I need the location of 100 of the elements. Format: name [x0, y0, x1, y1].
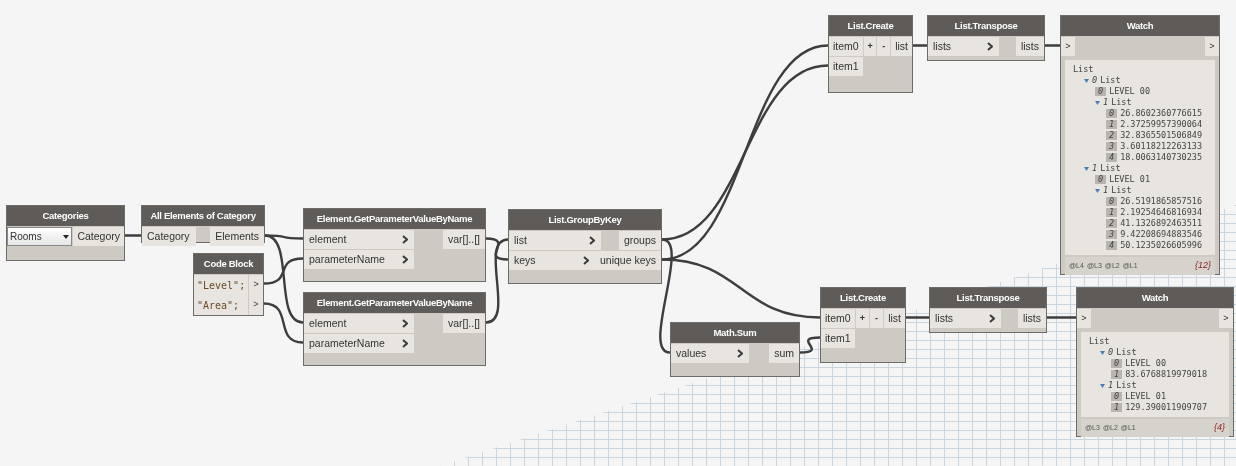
- item-count: {4}: [1213, 421, 1225, 435]
- list-value: 3.60118212263133: [1120, 140, 1202, 153]
- connector-wire: [485, 237, 509, 261]
- index-badge: 4: [1106, 241, 1118, 250]
- node-card: [670, 322, 800, 377]
- output-port: >: [249, 275, 263, 295]
- output-port: Elements: [210, 227, 264, 246]
- index-badge: 4: [1106, 153, 1118, 162]
- output-port: >: [1219, 309, 1233, 328]
- input-port: item1: [821, 329, 855, 348]
- output-port: groups: [618, 231, 661, 250]
- node-card: [929, 287, 1047, 333]
- port-label: values: [676, 345, 707, 361]
- index-badge: 0: [1111, 392, 1123, 401]
- index-badge: 0: [1106, 197, 1118, 206]
- connector-wire: [263, 257, 304, 285]
- list-header: List: [1089, 335, 1110, 348]
- index-badge: 3: [1106, 230, 1118, 239]
- list-value: 83.6768819979018: [1125, 368, 1207, 381]
- connector-wire: [799, 336, 821, 354]
- output-port: >: [1205, 37, 1219, 56]
- port-label: list: [514, 232, 527, 248]
- index-badge: 3: [1106, 142, 1118, 151]
- port-count-button: -: [869, 309, 884, 328]
- item-count: {12}: [1194, 259, 1211, 273]
- node-title: Element.GetParameterValueByName: [316, 295, 473, 310]
- index-badge: 1: [1106, 120, 1118, 129]
- list-index: 0: [1092, 74, 1098, 87]
- list-value: 2.37259957390064: [1120, 118, 1202, 131]
- list-value: LEVEL 01: [1125, 390, 1167, 403]
- index-badge: 0: [1095, 87, 1107, 96]
- output-port: >: [249, 295, 263, 315]
- list-value: 26.5191865857516: [1120, 195, 1202, 208]
- node-title: List.Create: [847, 18, 894, 33]
- list-value: 32.8365501506849: [1120, 129, 1202, 142]
- list-index: 1: [1108, 379, 1114, 392]
- port-label: lists: [933, 38, 952, 54]
- connector-wire: [1047, 316, 1076, 319]
- node-card: [927, 15, 1045, 61]
- index-badge: 2: [1106, 219, 1118, 228]
- connector-wire: [913, 44, 927, 47]
- list-value: LEVEL 00: [1109, 85, 1151, 98]
- list-value: 18.0063140730235: [1120, 151, 1202, 164]
- input-port: >: [1061, 37, 1075, 56]
- port-label: element: [309, 231, 347, 247]
- input-port: item1: [829, 57, 863, 76]
- connector-wire: [125, 234, 141, 237]
- dropdown-select: Rooms: [7, 227, 73, 246]
- list-value: 26.8602360776615: [1120, 107, 1202, 120]
- node-title: List.Transpose: [956, 290, 1020, 305]
- list-header: List: [1100, 74, 1121, 87]
- output-port: var[]..[]: [442, 230, 485, 249]
- list-header: List: [1116, 379, 1137, 392]
- list-value: 2.19254646816934: [1120, 206, 1202, 219]
- list-value: LEVEL 01: [1109, 173, 1151, 186]
- node-title: Watch: [1126, 18, 1154, 33]
- list-value: 41.1326892463511: [1120, 217, 1202, 230]
- node-card: [1076, 287, 1234, 437]
- list-header: List: [1073, 63, 1094, 76]
- port-label: lists: [935, 310, 954, 326]
- connector-wire: [661, 258, 821, 319]
- output-port: list: [884, 309, 905, 328]
- index-badge: 1: [1111, 403, 1123, 412]
- input-port: item0: [821, 309, 855, 328]
- list-index: 1: [1092, 162, 1098, 175]
- connector-wire: [1045, 44, 1060, 47]
- node-card: [303, 292, 486, 366]
- connector-wire: [661, 64, 829, 241]
- connector-wire: [906, 316, 929, 319]
- port-count-button: -: [877, 37, 891, 56]
- port-label: Category: [147, 228, 190, 244]
- node-card: [820, 287, 906, 363]
- list-header: List: [1111, 184, 1132, 197]
- index-badge: 0: [1106, 109, 1118, 118]
- node-card: [6, 205, 125, 261]
- output-port: unique keys: [594, 251, 661, 270]
- output-port: var[]..[]: [442, 314, 485, 333]
- index-badge: 0: [1095, 175, 1107, 184]
- list-value: LEVEL 00: [1125, 357, 1167, 370]
- node-title: Watch: [1141, 290, 1169, 305]
- node-title: List.GroupByKey: [548, 212, 622, 227]
- node-title: Element.GetParameterValueByName: [316, 211, 473, 226]
- list-index: 0: [1108, 346, 1114, 359]
- list-header: List: [1111, 96, 1132, 109]
- list-value: 9.42208694883546: [1120, 228, 1202, 241]
- input-port: item0: [829, 37, 863, 56]
- connector-wire: [264, 234, 304, 324]
- node-title: List.Transpose: [954, 18, 1018, 33]
- node-card: [141, 205, 265, 243]
- output-port: Category: [73, 227, 124, 246]
- node-title: List.Create: [840, 290, 886, 305]
- output-port: lists: [1017, 309, 1046, 328]
- output-port: list: [891, 37, 912, 56]
- list-value: 50.1235026605996: [1120, 239, 1202, 252]
- list-index: 1: [1103, 184, 1109, 197]
- node-card: [508, 209, 662, 284]
- node-card: [303, 208, 486, 282]
- port-label: keys: [514, 252, 536, 268]
- index-badge: 1: [1111, 370, 1123, 379]
- node-title: Math.Sum: [713, 325, 757, 340]
